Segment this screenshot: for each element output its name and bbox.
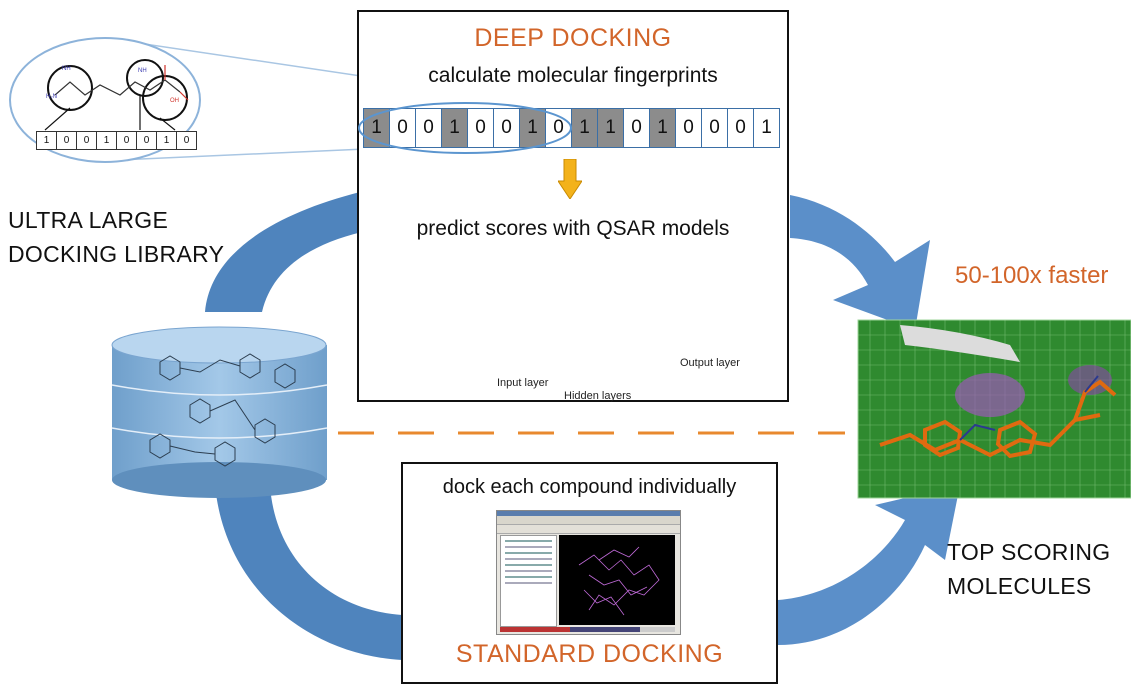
deep-docking-panel: DEEP DOCKING calculate molecular fingerp… bbox=[357, 10, 789, 402]
fingerprint-bit: 0 bbox=[702, 108, 728, 148]
result-label: TOP SCORING MOLECULES bbox=[947, 535, 1110, 603]
zoom-bit: 1 bbox=[97, 131, 117, 150]
standard-docking-title: STANDARD DOCKING bbox=[455, 640, 724, 668]
library-label: ULTRA LARGE DOCKING LIBRARY bbox=[8, 203, 224, 271]
fingerprint-bit: 0 bbox=[624, 108, 650, 148]
fingerprint-strip: 1 0 0 1 0 0 1 0 1 1 0 1 0 0 0 1 bbox=[363, 108, 780, 148]
fingerprint-bit: 1 bbox=[572, 108, 598, 148]
speedup-label: 50-100x faster bbox=[955, 262, 1109, 289]
molecule-sketch: NH H₂N NH OH bbox=[44, 59, 189, 131]
zoom-bit: 1 bbox=[157, 131, 177, 150]
zoom-bit: 0 bbox=[57, 131, 77, 150]
input-layer-label: Input layer bbox=[497, 377, 549, 389]
arrow-library-to-standard bbox=[215, 485, 402, 660]
fingerprint-bit: 1 bbox=[598, 108, 624, 148]
zoom-bit: 0 bbox=[177, 131, 197, 150]
fingerprint-bit: 1 bbox=[754, 108, 780, 148]
fingerprint-bit: 0 bbox=[416, 108, 442, 148]
library-label-line2: DOCKING LIBRARY bbox=[8, 241, 225, 267]
deep-docking-title: DEEP DOCKING bbox=[474, 24, 672, 52]
zoom-bit: 0 bbox=[77, 131, 97, 150]
fingerprint-bit: 0 bbox=[494, 108, 520, 148]
hidden-layers-label: Hidden layers bbox=[564, 390, 632, 402]
dock-step-text: dock each compound individually bbox=[442, 476, 737, 498]
fingerprint-bit: 1 bbox=[442, 108, 468, 148]
arrow-deep-to-result bbox=[790, 195, 930, 330]
fingerprint-highlight-ellipse bbox=[358, 102, 572, 154]
library-label-line1: ULTRA LARGE bbox=[8, 207, 169, 233]
fingerprint-bit: 0 bbox=[676, 108, 702, 148]
arrow-library-to-deep bbox=[205, 192, 362, 312]
svg-text:NH: NH bbox=[62, 66, 71, 72]
zoom-fingerprint-strip: 1 0 0 1 0 0 1 0 bbox=[36, 131, 197, 150]
zoom-bit: 1 bbox=[36, 131, 57, 150]
fingerprint-bit: 0 bbox=[728, 108, 754, 148]
docking-software-screenshot bbox=[496, 510, 681, 635]
database-cylinder bbox=[111, 326, 328, 498]
standard-docking-panel: dock each compound individually bbox=[401, 462, 778, 684]
svg-text:OH: OH bbox=[170, 98, 179, 104]
down-arrow-icon bbox=[558, 159, 582, 199]
zoom-bit: 0 bbox=[137, 131, 157, 150]
fingerprint-step-text: calculate molecular fingerprints bbox=[428, 64, 718, 87]
arrow-standard-to-result bbox=[778, 485, 960, 645]
qsar-step-text: predict scores with QSAR models bbox=[416, 217, 730, 240]
svg-text:NH: NH bbox=[138, 68, 147, 74]
fingerprint-bit: 1 bbox=[650, 108, 676, 148]
docking-result-image bbox=[857, 319, 1131, 499]
result-label-line2: MOLECULES bbox=[947, 573, 1092, 599]
result-label-line1: TOP SCORING bbox=[947, 539, 1111, 565]
zoom-bit: 0 bbox=[117, 131, 137, 150]
output-layer-label: Output layer bbox=[680, 357, 740, 369]
fingerprint-bit: 0 bbox=[468, 108, 494, 148]
svg-text:H₂N: H₂N bbox=[46, 94, 57, 100]
